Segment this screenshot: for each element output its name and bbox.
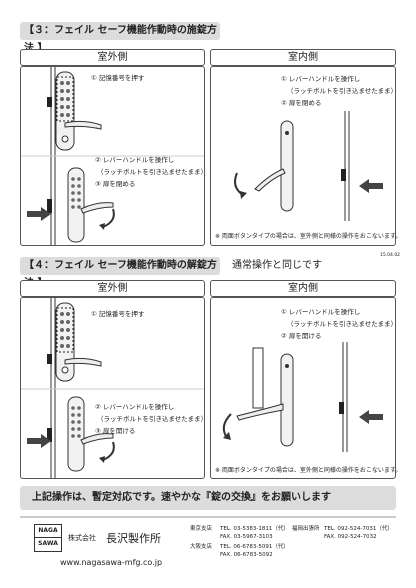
lever-handle-icon [236, 403, 284, 421]
website-link[interactable]: www.nagasawa-mfg.co.jp [60, 558, 163, 567]
branch-fukuoka-name: 福岡出張所 [292, 526, 320, 532]
s2-out-step2: ② レバーハンドルを操作し [95, 403, 175, 411]
logo-top: NAGA [35, 525, 61, 538]
company-name: 長沢製作所 [106, 532, 161, 545]
section1-inside-header: 室内側 [210, 49, 396, 66]
s1-out-step2-note: （ラッチボルトを引き込ませたまま） [97, 168, 208, 176]
door-frame-icon [47, 159, 56, 245]
keypad-icon [67, 396, 85, 472]
rotate-arrow-icon [99, 208, 115, 230]
version-label: 15.04.02 [380, 253, 401, 258]
s1-in-step2: ② 扉を閉める [281, 99, 322, 107]
s2-in-step1: ① レバーハンドルを操作し [281, 308, 361, 316]
branch-fukuoka-tel: TEL. 092-524-7031（代） [324, 526, 393, 532]
door-frame-icon [47, 392, 56, 478]
s2-out-step3: ③ 扉を開ける [95, 427, 136, 435]
s2-in-note: ※ 両面ボタンタイプの場合は、室外側と同様の操作をおこないます。 [215, 467, 402, 474]
section1-title: 【３：フェイル セーフ機能作動時の施錠方法 】 [20, 22, 220, 54]
door-frame-icon [280, 111, 350, 221]
s1-in-step1: ① レバーハンドルを操作し [281, 75, 361, 83]
push-arrow-icon [27, 434, 51, 448]
s1-in-step1-note: （ラッチボルトを引き込ませたまま） [287, 87, 398, 95]
lever-handle-icon [64, 120, 102, 130]
lever-handle-icon [254, 168, 286, 192]
branch-tokyo-fax: FAX. 03-5967-3103 [220, 534, 273, 540]
lever-handle-icon [80, 202, 114, 214]
section1-inside-panel: ① レバーハンドルを操作し （ラッチボルトを引き込ませたまま） ② 扉を閉める … [210, 66, 401, 246]
lever-handle-icon [64, 357, 102, 367]
section2-outside-panel: ① 記憶番号を押す ② レバーハンドルを操作し （ラッチボルトを引き込ませたまま… [20, 297, 208, 479]
branch-osaka-name: 大阪支店 [190, 544, 213, 550]
s2-out-step2-note: （ラッチボルトを引き込ませたまま） [97, 415, 208, 423]
section1-outside-header: 室外側 [20, 49, 205, 66]
branch-tokyo-name: 東京支店 [190, 526, 213, 532]
push-arrow-icon [27, 207, 51, 221]
footer-divider [20, 516, 396, 518]
rotate-arrow-icon [222, 413, 232, 440]
s1-out-step2: ② レバーハンドルを操作し [95, 156, 175, 164]
s1-out-step1: ① 記憶番号を押す [91, 74, 145, 82]
door-frame-icon [47, 298, 56, 394]
door-frame-icon [47, 67, 56, 167]
company-prefix: 株式会社 [68, 534, 96, 542]
s1-out-step3: ③ 扉を閉める [95, 180, 136, 188]
section2-subtitle: 通常操作と同じです [232, 260, 322, 271]
section1-outside-panel: ① 記憶番号を押す ② レバーハンドルを操作し （ラッチボルトを引き込ませたまま… [20, 66, 208, 246]
section2-title: 【４：フェイル セーフ機能作動時の解錠方法 】 [20, 257, 220, 289]
company-logo: NAGA SAWA [34, 524, 62, 552]
section2-outside-header: 室外側 [20, 280, 205, 297]
door-frame-icon [252, 342, 348, 452]
branch-osaka-tel: TEL. 06-6783-5091（代） [220, 544, 289, 550]
logo-bottom: SAWA [38, 540, 58, 547]
branch-fukuoka-fax: FAX. 092-524-7032 [324, 534, 377, 540]
section2-inside-header: 室内側 [210, 280, 396, 297]
keypad-icon [55, 71, 75, 151]
push-arrow-icon [359, 410, 383, 424]
divider-line [21, 155, 204, 157]
branch-tokyo-tel: TEL. 03-5383-1811（代） [220, 526, 289, 532]
section1-title-text: 【３：フェイル セーフ機能作動時の施錠方法 】 [24, 25, 217, 54]
notice-banner-text: 上記操作は、暫定対応です。速やかな『錠の交換』をお願いします [32, 492, 331, 503]
keypad-icon [67, 167, 85, 243]
lever-handle-icon [80, 433, 114, 445]
s2-out-step1: ① 記憶番号を押す [91, 310, 145, 318]
push-arrow-icon [359, 179, 383, 193]
keypad-icon [55, 302, 75, 382]
footer: NAGA SAWA 株式会社 長沢製作所 www.nagasawa-mfg.co… [20, 516, 396, 576]
divider-line [21, 388, 204, 390]
branch-osaka-fax: FAX. 06-6783-5092 [220, 552, 273, 558]
s2-in-step2: ② 扉を開ける [281, 332, 322, 340]
section2-inside-panel: ① レバーハンドルを操作し （ラッチボルトを引き込ませたまま） ② 扉を開ける … [210, 297, 401, 479]
rotate-arrow-icon [234, 172, 247, 199]
s2-in-step1-note: （ラッチボルトを引き込ませたまま） [287, 320, 398, 328]
notice-banner: 上記操作は、暫定対応です。速やかな『錠の交換』をお願いします [20, 486, 396, 510]
s1-in-note: ※ 両面ボタンタイプの場合は、室外側と同様の操作をおこないます。 [215, 233, 402, 240]
rotate-arrow-icon [99, 441, 115, 463]
